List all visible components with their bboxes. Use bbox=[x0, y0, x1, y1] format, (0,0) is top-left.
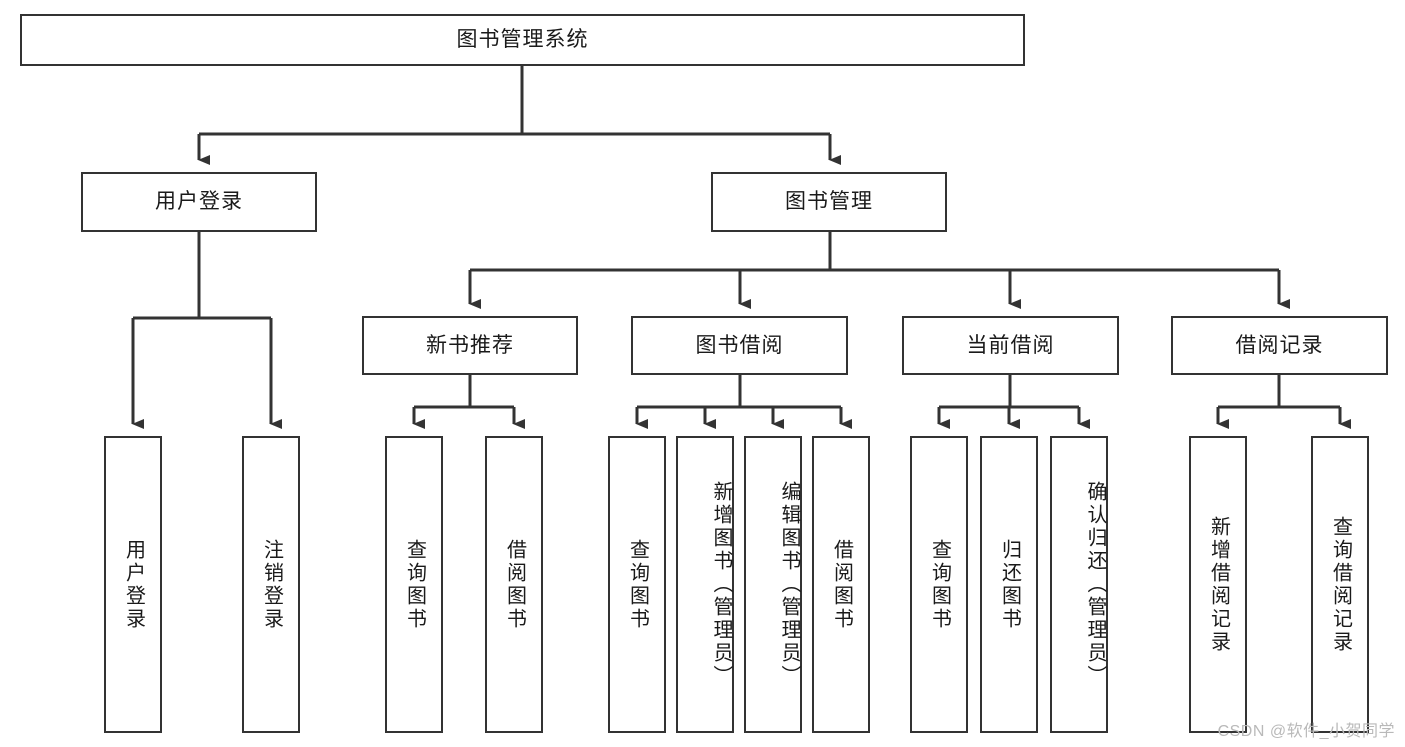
leaf-query-book[interactable]: 查询图书 bbox=[608, 436, 666, 733]
node-new-book-recommend[interactable]: 新书推荐 bbox=[362, 316, 578, 375]
leaf-query-borrow-record[interactable]: 查询借阅记录 bbox=[1311, 436, 1369, 733]
leaf-logout[interactable]: 注销登录 bbox=[242, 436, 300, 733]
leaf-return-book[interactable]: 归还图书 bbox=[980, 436, 1038, 733]
leaf-confirm-return-admin[interactable]: 确认归还（管理员） bbox=[1050, 436, 1108, 733]
node-book-borrow[interactable]: 图书借阅 bbox=[631, 316, 848, 375]
node-user-login[interactable]: 用户登录 bbox=[81, 172, 317, 232]
node-current-borrow[interactable]: 当前借阅 bbox=[902, 316, 1119, 375]
node-book-management[interactable]: 图书管理 bbox=[711, 172, 947, 232]
leaf-add-book-admin[interactable]: 新增图书（管理员） bbox=[676, 436, 734, 733]
leaf-query-book-current[interactable]: 查询图书 bbox=[910, 436, 968, 733]
leaf-query-book-recommend[interactable]: 查询图书 bbox=[385, 436, 443, 733]
node-borrow-record[interactable]: 借阅记录 bbox=[1171, 316, 1388, 375]
leaf-add-borrow-record[interactable]: 新增借阅记录 bbox=[1189, 436, 1247, 733]
leaf-edit-book-admin[interactable]: 编辑图书（管理员） bbox=[744, 436, 802, 733]
leaf-borrow-book[interactable]: 借阅图书 bbox=[812, 436, 870, 733]
leaf-user-login[interactable]: 用户登录 bbox=[104, 436, 162, 733]
leaf-borrow-book-recommend[interactable]: 借阅图书 bbox=[485, 436, 543, 733]
watermark: CSDN @软件_小贺同学 bbox=[1217, 723, 1395, 740]
node-root[interactable]: 图书管理系统 bbox=[20, 14, 1025, 66]
